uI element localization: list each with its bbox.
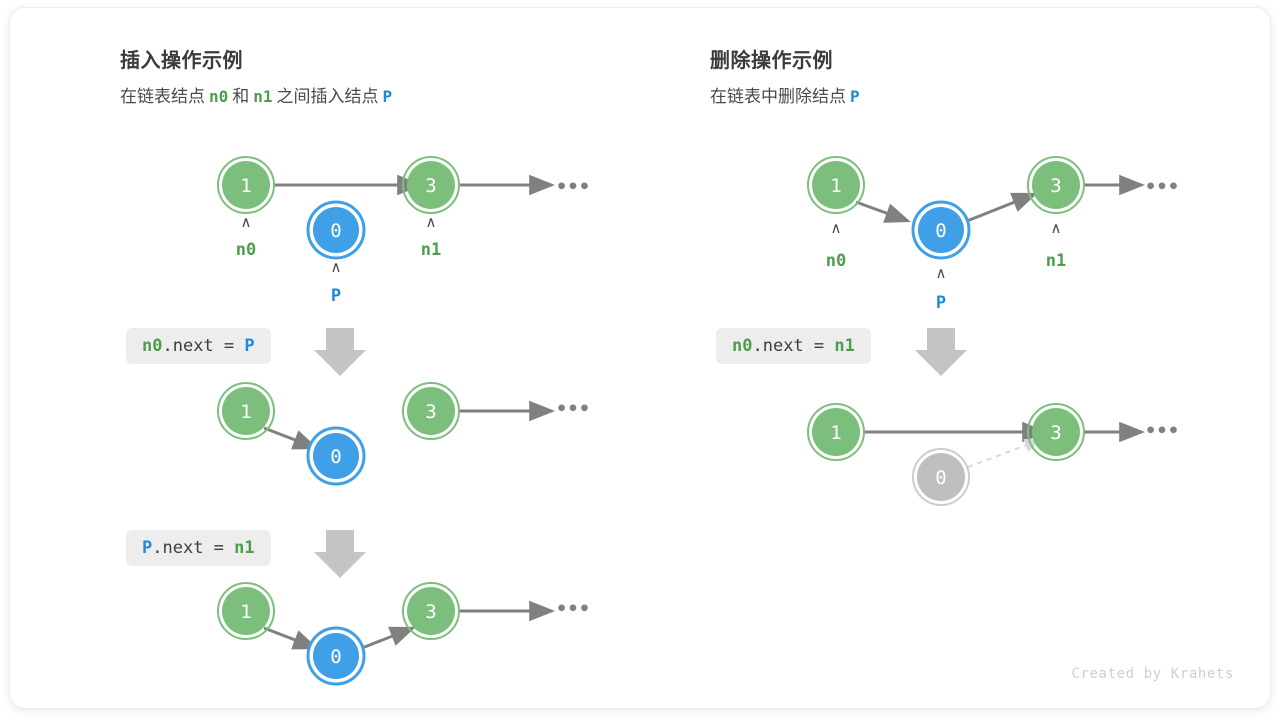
node-label-p: P xyxy=(330,286,342,306)
edge-n0-to-p xyxy=(263,626,319,650)
insert-diagram-stage: 1 3 0 xyxy=(120,8,680,708)
node-value: 1 xyxy=(240,175,251,197)
edge-deleted-p-to-n1 xyxy=(967,438,1042,468)
node-green-3: 3 xyxy=(402,582,460,640)
down-arrow-step2 xyxy=(314,530,366,578)
node-value: 1 xyxy=(830,175,841,197)
node-green-1: 1 xyxy=(807,156,865,214)
node-value: 0 xyxy=(330,646,341,668)
edge-p-to-n1 xyxy=(361,626,416,650)
code-token-p: P xyxy=(244,336,255,356)
node-value: 0 xyxy=(330,220,341,242)
ellipsis-row1: ••• xyxy=(555,176,591,198)
ellipsis-row2: ••• xyxy=(1144,420,1180,442)
node-green-1: 1 xyxy=(807,403,865,461)
node-green-1: 1 xyxy=(217,382,275,440)
caret-p: ∧ xyxy=(330,258,342,276)
node-value: 3 xyxy=(1050,422,1061,444)
caret-n1: ∧ xyxy=(1050,219,1062,237)
insert-row-after-step2: 1 3 0 xyxy=(217,582,556,686)
insert-panel-title: 插入操作示例 xyxy=(120,50,243,72)
node-gray-0-deleted: 0 xyxy=(912,448,970,506)
subtitle-node-n0: n0 xyxy=(209,87,229,106)
node-blue-0: 0 xyxy=(306,626,366,686)
node-value: 1 xyxy=(240,401,251,423)
down-arrow-step1 xyxy=(314,328,366,376)
ellipsis-row1: ••• xyxy=(1144,176,1180,198)
node-value: 1 xyxy=(830,422,841,444)
subtitle-text-part1: 在链表结点 xyxy=(120,87,205,106)
insert-step2-code: P.next = n1 xyxy=(126,530,271,567)
caret-n0: ∧ xyxy=(830,219,842,237)
down-arrow-step1 xyxy=(915,328,967,376)
node-blue-0: 0 xyxy=(306,426,366,486)
edge-p-to-n1 xyxy=(966,192,1038,223)
caret-n1: ∧ xyxy=(425,213,437,231)
node-label-n1: n1 xyxy=(1045,251,1067,271)
node-green-3: 3 xyxy=(1027,403,1085,461)
edge-n0-to-p xyxy=(263,426,319,450)
code-token-next-assign: .next = xyxy=(152,538,235,558)
subtitle-node-p: P xyxy=(382,87,393,106)
insert-row-after-step1: 1 3 0 xyxy=(217,382,556,486)
node-value: 3 xyxy=(1050,175,1061,197)
subtitle-node-p: P xyxy=(850,87,860,106)
delete-panel-title: 删除操作示例 xyxy=(710,50,833,72)
node-value: 3 xyxy=(425,175,436,197)
delete-row-after: 1 3 0 xyxy=(807,403,1146,506)
node-value: 0 xyxy=(935,467,946,489)
node-green-1: 1 xyxy=(217,582,275,640)
node-label-p: P xyxy=(935,293,947,313)
insert-step1-code: n0.next = P xyxy=(126,328,271,365)
node-label-n0: n0 xyxy=(825,251,847,271)
subtitle-text-part2: 和 xyxy=(232,87,250,106)
node-value: 3 xyxy=(425,401,436,423)
node-value: 1 xyxy=(240,601,251,623)
delete-diagram-stage: 1 3 0 xyxy=(710,8,1270,708)
ellipsis-row2: ••• xyxy=(555,398,591,420)
subtitle-text-part3: 之间插入结点 xyxy=(276,87,379,106)
node-value: 0 xyxy=(935,220,946,242)
node-label-n0: n0 xyxy=(235,240,257,260)
subtitle-text-part1: 在链表中删除结点 xyxy=(710,87,846,106)
ellipsis-row3: ••• xyxy=(555,598,591,620)
code-token-next-assign: .next = xyxy=(162,336,245,356)
node-green-3: 3 xyxy=(402,382,460,440)
delete-row-initial: 1 3 0 xyxy=(807,156,1146,260)
code-token-n0: n0 xyxy=(732,336,753,356)
node-blue-0: 0 xyxy=(306,200,366,260)
code-token-n0: n0 xyxy=(142,336,163,356)
node-value: 3 xyxy=(425,601,436,623)
code-token-p: P xyxy=(142,538,153,558)
node-green-3: 3 xyxy=(1027,156,1085,214)
node-green-3: 3 xyxy=(402,156,460,214)
caret-p: ∧ xyxy=(935,264,947,282)
node-blue-0: 0 xyxy=(911,200,971,260)
code-token-next-assign: .next = xyxy=(752,336,835,356)
code-token-n1: n1 xyxy=(834,336,855,356)
edge-n0-to-p xyxy=(855,200,911,223)
code-token-n1: n1 xyxy=(234,538,255,558)
delete-step1-code: n0.next = n1 xyxy=(716,328,871,365)
watermark-credit: Created by Krahets xyxy=(1071,666,1234,682)
node-value: 0 xyxy=(330,446,341,468)
subtitle-node-n1: n1 xyxy=(253,87,273,106)
node-green-1: 1 xyxy=(217,156,275,214)
insert-row-initial: 1 3 0 xyxy=(217,156,556,260)
node-label-n1: n1 xyxy=(420,240,442,260)
caret-n0: ∧ xyxy=(240,213,252,231)
